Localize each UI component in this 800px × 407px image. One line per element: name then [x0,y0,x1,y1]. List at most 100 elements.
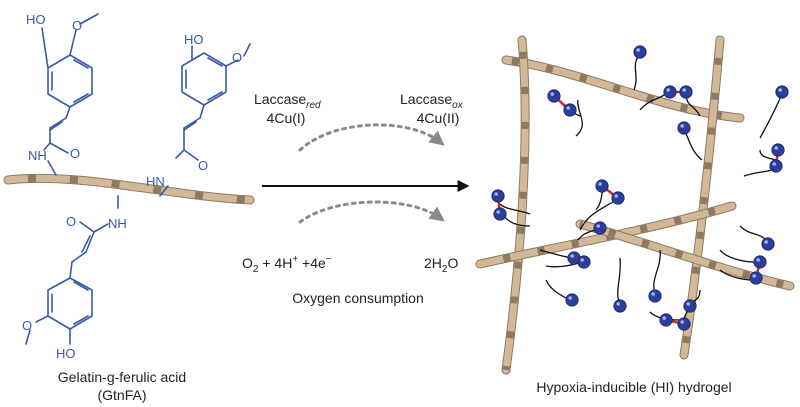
tether [575,99,583,137]
ferulic-bead [563,103,577,117]
fiber-body [680,36,724,359]
bead-highlight [636,48,640,52]
bead-highlight [614,194,618,198]
ferulic-bead [761,237,775,251]
ferulic-bead [595,179,609,193]
fiber-body [476,202,736,268]
tether [719,249,755,263]
hydrogel-network: Hypoxia-inducible (HI) hydrogel [475,35,795,395]
oxygen-reduction-arrow [298,200,445,224]
tether [683,129,703,161]
bead-highlight [568,296,572,300]
fiber-band [502,39,529,371]
fiber-body [502,56,744,122]
tether [653,249,661,295]
bead-highlight [596,224,600,228]
gelatin-fibers [475,35,795,375]
tether [743,169,773,177]
water-product: 2H2O [424,255,458,275]
nh-label-1: NH [28,148,47,163]
laccase-red-label: Laccasered [254,91,321,111]
bead-highlight [772,162,776,166]
ferulic-bead [749,271,763,285]
ho-label-2: HO [184,32,204,47]
tether [503,215,531,227]
ferulic-bead [648,289,662,303]
gtnfa-name: Gelatin-g-ferulic acid [58,369,186,385]
bead-highlight [662,316,666,320]
ferulic-bead [613,299,627,313]
ferulic-bead [577,255,591,269]
ferulic-bead [659,313,673,327]
ferulic-bead [611,191,625,205]
ferulic-bead [753,255,767,269]
bead-highlight [550,92,554,96]
bead-highlight [686,302,690,306]
ferulic-bead [633,45,647,59]
bead-highlight [756,258,760,262]
reaction-center: Laccasered 4Cu(I) Laccaseox 4Cu(II) O2 +… [242,91,470,306]
cu-red-label: 4Cu(I) [267,110,306,126]
hn-label-2: HN [146,174,165,189]
carbonyl-o-label-2: O [198,158,208,173]
ferulic-acid-group-3: NH O O HO [22,195,127,361]
ferulic-bead [771,143,785,157]
ho-label-3: HO [56,346,76,361]
ferulic-bead [683,299,697,313]
bead-highlight [651,292,655,296]
ferulic-bead [769,159,783,173]
bead-highlight [752,274,756,278]
bead-highlight [778,88,782,92]
tether [499,203,531,215]
methoxy-o-label-1: O [72,18,82,33]
bead-highlight [682,88,686,92]
bead-highlight [774,146,778,150]
ferulic-bead [547,89,561,103]
ferulic-bead [493,207,507,221]
gtnfa-structure: HO O O NH HO O O HN [3,12,255,403]
carbonyl-o-label-1: O [70,146,80,161]
laccase-ox-label: Laccaseox [400,91,464,111]
ferulic-bead [679,85,693,99]
nh-label-3: NH [108,216,127,231]
bead-highlight [580,258,584,262]
bead-highlight [570,254,574,258]
ferulic-acid-group-1: HO O O NH [26,12,99,176]
carbonyl-o-label-3: O [66,214,76,229]
ho-label-1: HO [26,12,46,27]
ferulic-bead [677,121,691,135]
methoxy-o-label-3: O [22,318,32,333]
ferulic-bead [775,85,789,99]
bead-highlight [616,302,620,306]
bead-highlight [680,320,684,324]
ferulic-bead [677,317,691,331]
tether [759,93,783,139]
oxygen-reactants: O2 + 4H+ +4e− [242,254,332,275]
laccase-oxidation-arrow [298,123,445,152]
oxygen-consumption-caption: Oxygen consumption [292,290,424,306]
tether [579,199,617,231]
bead-highlight [566,106,570,110]
ferulic-bead [565,293,579,307]
ferulic-beads [491,45,789,331]
hydrogel-caption: Hypoxia-inducible (HI) hydrogel [536,379,731,395]
bead-highlight [598,182,602,186]
bead-highlight [680,124,684,128]
gtnfa-abbreviation: (GtnFA) [97,387,146,403]
tether [617,257,621,305]
bead-highlight [666,88,670,92]
ferulic-bead [663,85,677,99]
bead-highlight [764,240,768,244]
methoxy-o-label-2: O [232,50,242,65]
tether [759,149,777,161]
bead-highlight [494,192,499,196]
ferulic-bead [593,221,607,235]
gelatin-backbone [3,173,255,205]
fiber-band [579,220,791,290]
bead-highlight [496,210,501,214]
cu-ox-label: 4Cu(II) [417,110,460,126]
ferulic-acid-group-2: HO O O HN [146,32,251,197]
ferulic-bead [491,189,505,203]
tether [633,53,641,91]
